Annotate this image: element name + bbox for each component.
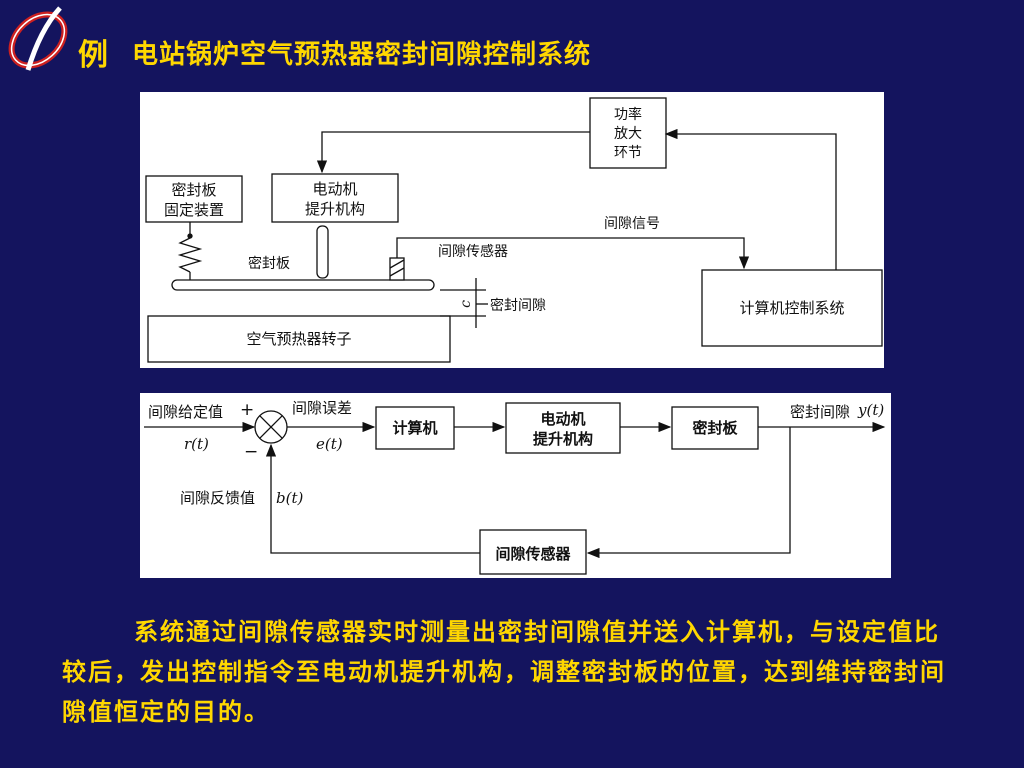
gap-error-label: 间隙误差: [292, 399, 352, 417]
seal-plate-bar: [171, 279, 435, 291]
computer-to-amp-line: [664, 128, 837, 270]
minus-sign: −: [244, 442, 258, 462]
power-amp-line3: 环节: [614, 145, 642, 161]
seal-plate-block: [671, 406, 759, 450]
b-t-label: b(t): [276, 489, 303, 507]
schematic-panel: 功率 放大 环节 密封板 固定装置 电动机 提升机构 间隙信号 间隙传感器 密封…: [140, 92, 884, 368]
power-amp-box: [589, 97, 667, 169]
computer-box: [375, 406, 455, 450]
y-t-label: y(t): [857, 401, 884, 419]
amp-to-motor-line: [316, 131, 590, 174]
feedback-line-right: [586, 427, 791, 559]
seal-plate-label: 密封板: [248, 255, 290, 272]
gap-setpoint-label: 间隙给定值: [148, 403, 223, 421]
seal-gap-output-label: 密封间隙: [790, 403, 850, 421]
gap-sensor-label: 间隙传感器: [438, 243, 508, 260]
gap-feedback-label: 间隙反馈值: [180, 489, 255, 507]
power-amp-line2: 放大: [614, 126, 642, 142]
e-t-label: e(t): [316, 435, 343, 453]
seal-plate-label: 密封板: [692, 419, 738, 437]
fixture-line1: 密封板: [171, 181, 216, 199]
motor-lift-box: [271, 173, 399, 223]
rotor-box: [147, 315, 451, 363]
summing-junction-icon: [254, 410, 288, 444]
gap-sensor-label: 间隙传感器: [495, 545, 571, 563]
computer-system-box: [701, 269, 883, 347]
title-row: 例 电站锅炉空气预热器密封间隙控制系统: [78, 30, 591, 74]
computer-system-label: 计算机控制系统: [739, 299, 844, 317]
fixture-line2: 固定装置: [164, 201, 224, 219]
example-tag: 例: [78, 38, 108, 73]
gap-sensor-block: [479, 529, 587, 575]
feedback-line-left: [265, 443, 480, 554]
fixture-box: [145, 175, 243, 223]
gap-signal-line: [396, 237, 750, 270]
power-amp-line1: 功率: [614, 106, 642, 123]
seal-gap-label: 密封间隙: [490, 297, 546, 314]
spring-icon: [177, 237, 203, 273]
motor-lift-line1: 电动机: [540, 410, 585, 428]
c-label: c: [458, 300, 474, 308]
plus-sign: +: [240, 400, 254, 420]
block-diagram-panel: 间隙给定值 + r(t) − 间隙误差 e(t) 计算机 电动机 提升机构 密封…: [140, 393, 891, 578]
gap-signal-label: 间隙信号: [604, 216, 660, 232]
computer-label: 计算机: [392, 419, 437, 437]
motor-lift-line1: 电动机: [312, 180, 357, 198]
r-t-label: r(t): [184, 435, 209, 453]
lift-rod: [316, 225, 329, 279]
page-title: 电站锅炉空气预热器密封间隙控制系统: [132, 39, 592, 70]
logo-icon: [8, 6, 68, 71]
rotor-label: 空气预热器转子: [246, 330, 351, 348]
motor-lift-line2: 提升机构: [305, 200, 365, 218]
motor-lift-line2: 提升机构: [533, 430, 593, 448]
motor-lift-block: [505, 402, 621, 454]
description-paragraph: 系统通过间隙传感器实时测量出密封间隙值并送入计算机，与设定值比较后，发出控制指令…: [62, 617, 946, 726]
